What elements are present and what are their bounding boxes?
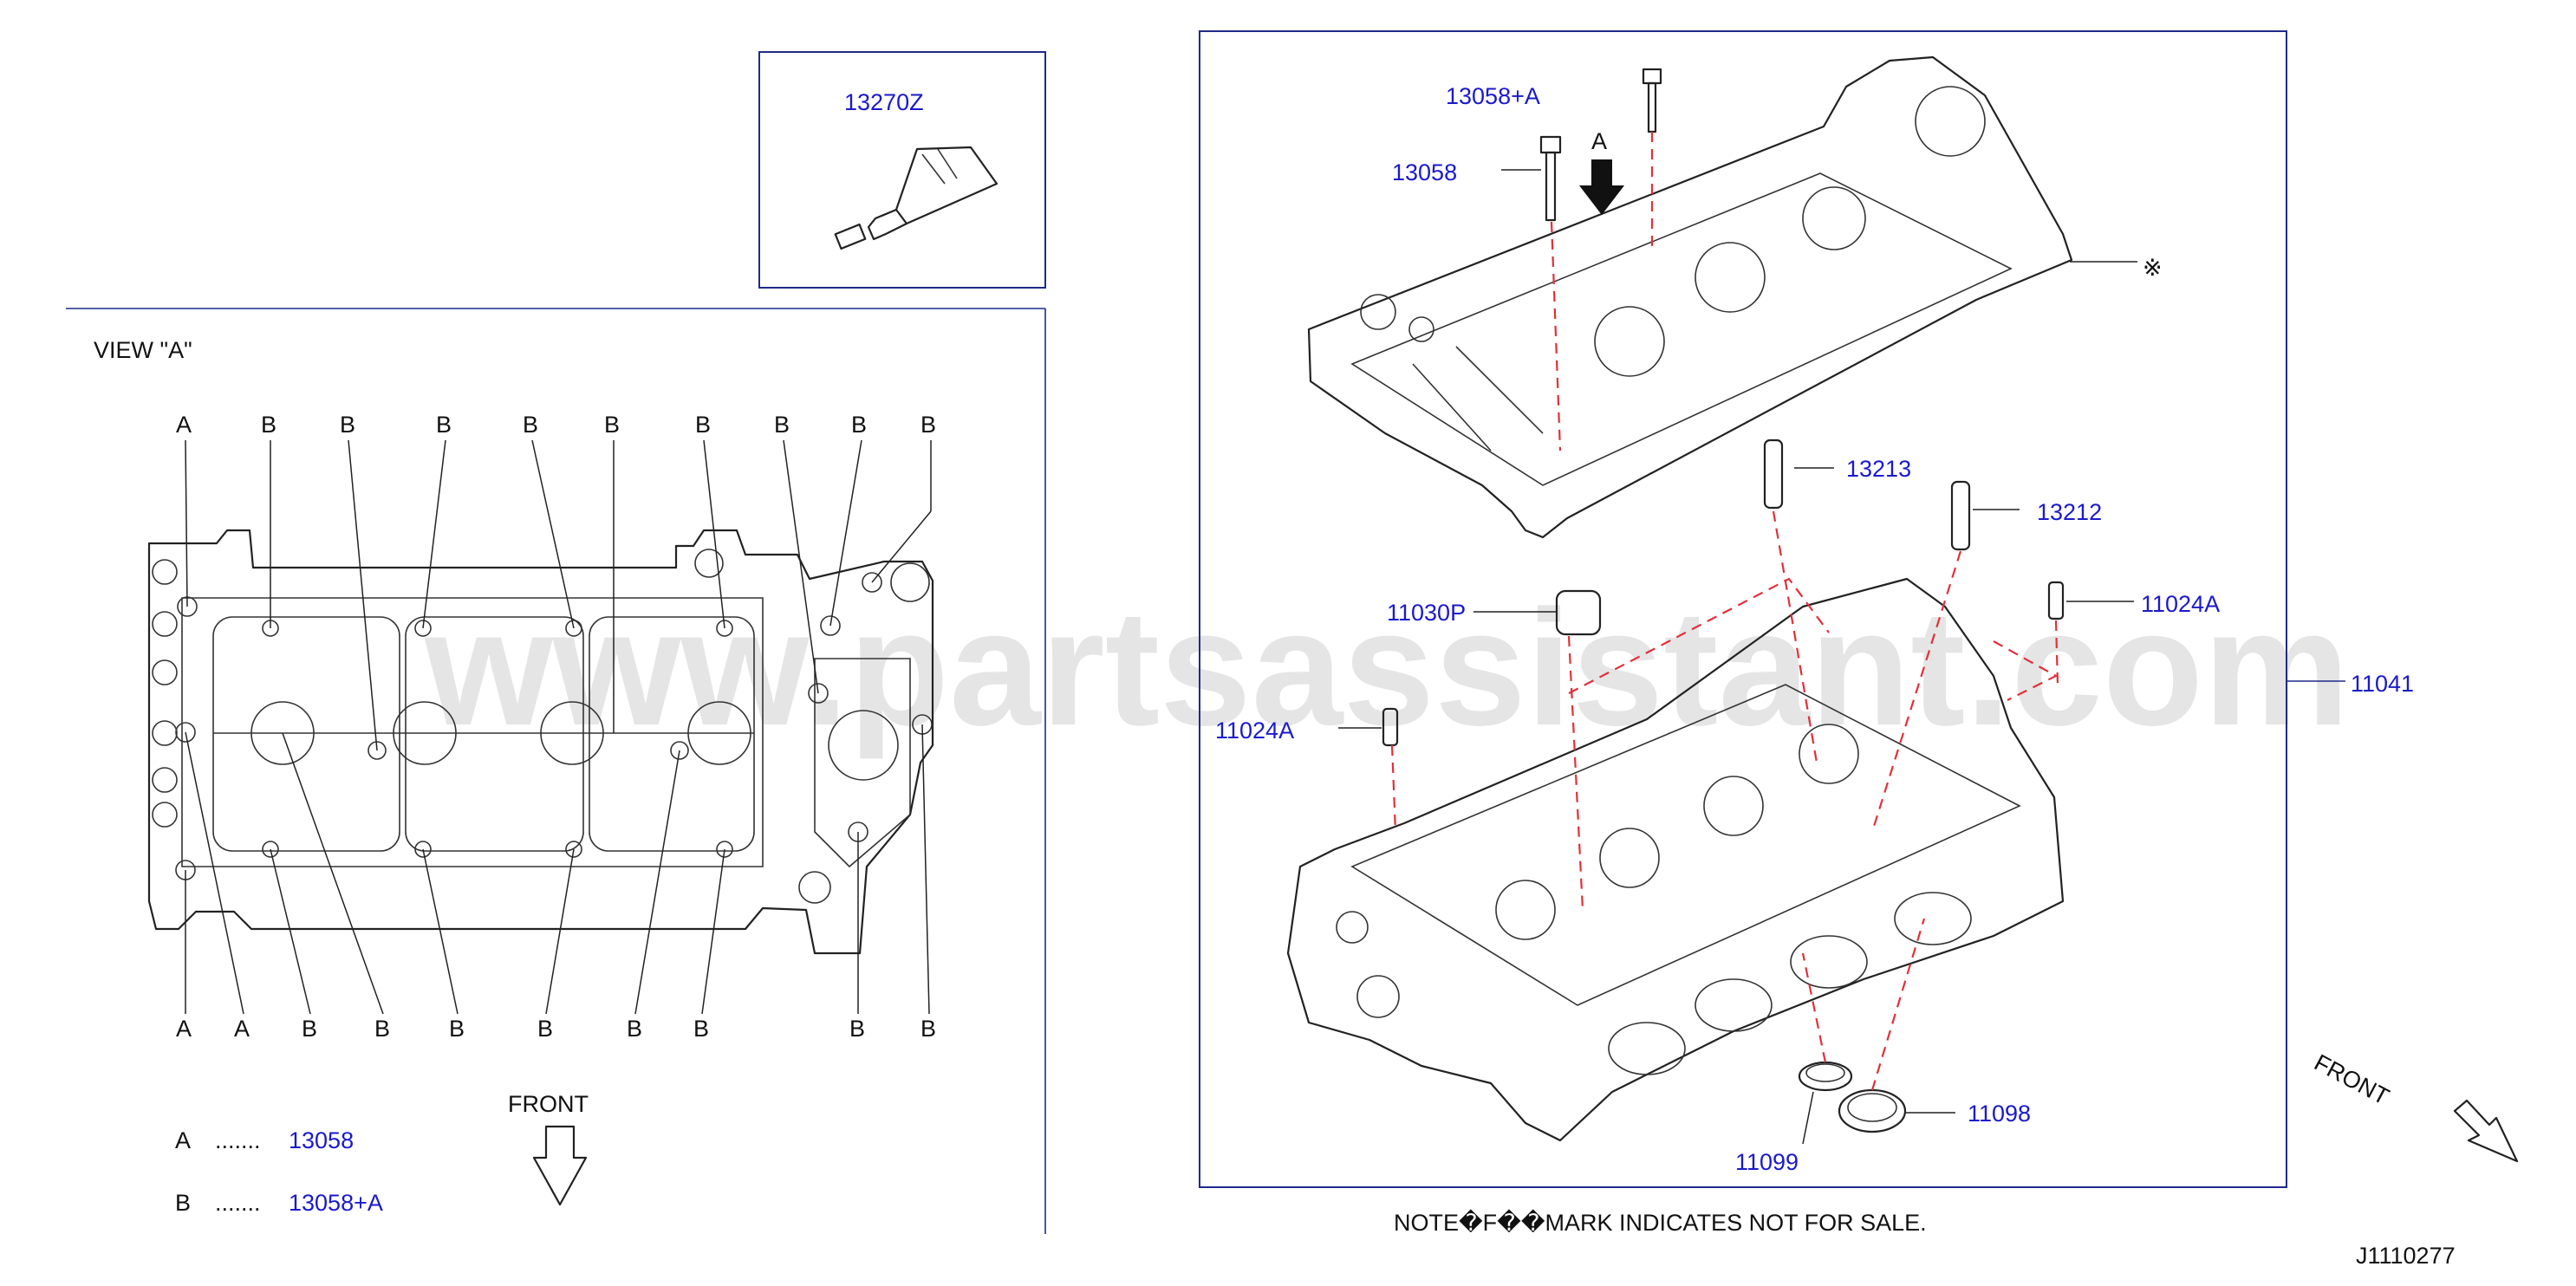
dowel-13212-icon xyxy=(1950,480,1971,551)
pin-11024a-right-icon xyxy=(2047,581,2065,620)
part-11030p-link[interactable]: 11030P xyxy=(1387,600,1466,626)
view-a-top-letter: B xyxy=(261,412,276,438)
view-a-top-letter: B xyxy=(695,412,711,438)
view-arrow-letter: A xyxy=(1591,128,1607,154)
legend-letter: B xyxy=(175,1190,191,1216)
view-a-top-letter: B xyxy=(523,412,538,438)
view-a-head-outline xyxy=(147,529,934,955)
view-a-panel: VIEW "A" A B B B B B B B B B A A B B B B… xyxy=(66,308,1046,1234)
down-arrow-icon xyxy=(532,1125,588,1206)
view-a-bottom-letter: B xyxy=(302,1016,317,1042)
bolt-13058a-icon xyxy=(1642,68,1662,133)
view-a-bottom-letter: B xyxy=(449,1016,465,1042)
view-a-bottom-letter: A xyxy=(176,1016,192,1042)
view-a-top-letter: B xyxy=(851,412,867,438)
part-13058-link[interactable]: 13058 xyxy=(1392,159,1457,185)
view-a-bottom-letter: B xyxy=(693,1016,709,1042)
legend-letter: A xyxy=(175,1127,191,1153)
cylinder-head-drawing xyxy=(1286,577,2065,1142)
main-front-label: FRONT xyxy=(2310,1049,2393,1110)
view-a-bottom-letter: B xyxy=(849,1016,865,1042)
legend-dots: ....... xyxy=(215,1127,261,1153)
view-a-top-letter: B xyxy=(774,412,790,438)
watermark: www.partsassistant.com xyxy=(424,576,2350,760)
part-11041-link[interactable]: 11041 xyxy=(2351,671,2414,697)
diagram-id: J1110277 xyxy=(2356,1243,2456,1269)
part-13213-link[interactable]: 13213 xyxy=(1846,456,1911,482)
sealant-inset: 13270Z xyxy=(758,51,1046,289)
view-a-top-letter: B xyxy=(604,412,620,438)
view-a-bottom-letter: B xyxy=(627,1016,642,1042)
view-a-title: VIEW "A" xyxy=(94,337,192,363)
legend-dots: ....... xyxy=(215,1190,261,1216)
inset-frame xyxy=(758,51,1046,289)
part-11024a-right-link[interactable]: 11024A xyxy=(2141,591,2220,617)
view-a-top-letter: B xyxy=(920,412,936,438)
legend-part-13058-link[interactable]: 13058 xyxy=(289,1127,354,1153)
plug-11030p-icon xyxy=(1555,589,1602,636)
cam-bracket-drawing xyxy=(1307,55,2073,539)
view-a-top-letter: B xyxy=(436,412,452,438)
legend-part-13058a-link[interactable]: 13058+A xyxy=(289,1190,383,1216)
part-11098-link[interactable]: 11098 xyxy=(1968,1101,2031,1127)
view-a-bottom-letter: B xyxy=(920,1016,936,1042)
view-a-bottom-letter: A xyxy=(234,1016,250,1042)
not-for-sale-note: NOTE�F��MARK INDICATES NOT FOR SALE. xyxy=(1394,1209,1927,1236)
main-leaders xyxy=(1338,169,2345,1145)
sealant-tube-icon xyxy=(834,146,999,250)
part-13270z-link[interactable]: 13270Z xyxy=(844,89,924,115)
down-arrow-icon xyxy=(1579,159,1624,215)
view-a-top-letter: A xyxy=(176,412,192,438)
view-a-bottom-letter: B xyxy=(537,1016,553,1042)
main-exploded-view: A xyxy=(1199,30,2414,1188)
pin-11024a-left-icon xyxy=(1382,707,1399,747)
part-11099-link[interactable]: 11099 xyxy=(1735,1149,1799,1175)
bolt-13058-icon xyxy=(1539,135,1562,222)
not-for-sale-mark: ※ xyxy=(2143,255,2163,281)
view-a-top-letter: B xyxy=(340,412,355,438)
view-a-bottom-letter: B xyxy=(374,1016,390,1042)
dowel-13213-icon xyxy=(1763,438,1784,510)
view-a-front-label: FRONT xyxy=(508,1091,589,1117)
part-13212-link[interactable]: 13212 xyxy=(2037,499,2102,525)
view-a-leaders xyxy=(185,439,932,1015)
alignment-lines xyxy=(1390,132,2059,1091)
seal-11099-icon xyxy=(1798,1061,1853,1092)
part-13058a-link[interactable]: 13058+A xyxy=(1446,83,1540,109)
main-frame xyxy=(1199,30,2287,1188)
diagonal-arrow-icon xyxy=(2453,1099,2519,1163)
part-11024a-left-link[interactable]: 11024A xyxy=(1215,718,1294,744)
seal-11098-icon xyxy=(1838,1088,1907,1133)
